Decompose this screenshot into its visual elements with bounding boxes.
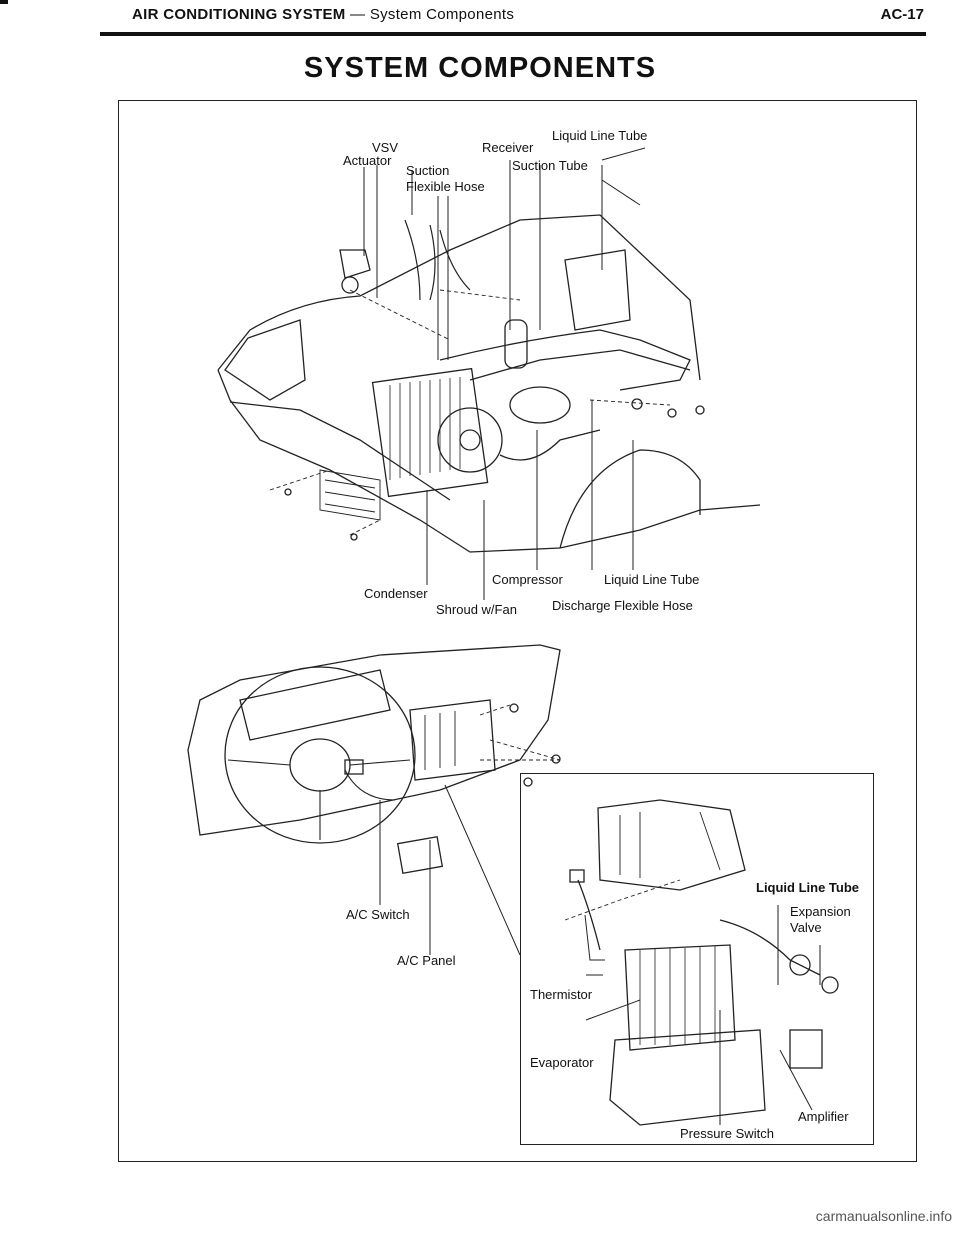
header-title: AIR CONDITIONING SYSTEM — System Compone… (132, 6, 514, 23)
evaporator-inset-frame (520, 773, 874, 1145)
actuator-part (339, 249, 371, 279)
fan-shroud (437, 407, 503, 473)
car-bumper-line (229, 401, 451, 501)
discharge-hose (499, 429, 601, 461)
evaporator-case-top (597, 799, 746, 891)
page-number: AC-17 (880, 6, 924, 23)
expansion-valve-part (719, 919, 821, 976)
label-compressor: Compressor (492, 572, 563, 587)
label-condenser: Condenser (364, 586, 428, 601)
condenser-core (371, 367, 489, 498)
switch-wire (344, 769, 396, 801)
dashboard-outline (187, 644, 561, 836)
bolt-2 (667, 408, 677, 418)
label-liquid-line-tube-top: Liquid Line Tube (552, 128, 648, 143)
label-evaporator: Evaporator (530, 1055, 594, 1070)
label-shroud: Shroud w/Fan (436, 602, 517, 617)
label-valve: Valve (790, 920, 822, 935)
label-amplifier: Amplifier (798, 1109, 849, 1124)
bolt-3 (695, 405, 705, 415)
label-suction-tube: Suction Tube (512, 158, 588, 173)
label-ac-panel: A/C Panel (397, 953, 456, 968)
bolt-4 (284, 488, 292, 496)
bolt-5 (350, 533, 358, 541)
diagram-frame (118, 100, 917, 1162)
footer-watermark: carmanualsonline.info (815, 1208, 952, 1224)
label-flexible-hose: Flexible Hose (406, 179, 485, 194)
page-title: SYSTEM COMPONENTS (303, 52, 657, 84)
vsv-hoses (404, 219, 471, 301)
header-section: AIR CONDITIONING SYSTEM (132, 6, 346, 23)
suction-tube (439, 329, 691, 391)
cooling-unit-box (564, 249, 631, 331)
label-expansion: Expansion (790, 904, 851, 919)
ac-panel-part (396, 836, 444, 874)
corner-mark (0, 0, 8, 4)
steering-wheel (224, 666, 416, 844)
bolt-1 (631, 398, 643, 410)
label-actuator: Actuator (343, 153, 392, 168)
ac-switch-part (344, 759, 364, 775)
grille (319, 469, 381, 521)
liquid-line (469, 349, 691, 381)
car-hood-outline (217, 214, 701, 381)
header-rule (100, 32, 926, 36)
car-front-fascia (217, 369, 761, 553)
evaporator-case-bottom (609, 1029, 766, 1126)
thermistor-wire (577, 879, 601, 951)
label-receiver: Receiver (482, 140, 534, 155)
label-vsv: VSV (372, 140, 399, 155)
page-header: AIR CONDITIONING SYSTEM — System Compone… (100, 0, 926, 40)
car-fender-arch (559, 449, 701, 549)
evaporator-core (624, 944, 736, 1051)
receiver-drier (504, 319, 528, 369)
amplifier-part (789, 1029, 823, 1069)
label-suction: Suction (406, 163, 450, 178)
control-assembly (409, 699, 496, 781)
label-ac-switch: A/C Switch (346, 907, 410, 922)
label-pressure-switch: Pressure Switch (680, 1126, 774, 1141)
compressor-body (509, 386, 571, 424)
label-evap-liquid-line-tube: Liquid Line Tube (756, 880, 860, 895)
label-discharge-hose: Discharge Flexible Hose (552, 598, 693, 613)
header-subsection: — System Components (350, 6, 515, 23)
label-thermistor: Thermistor (530, 987, 593, 1002)
instrument-cluster (239, 669, 391, 741)
label-liquid-line-tube-bottom: Liquid Line Tube (604, 572, 700, 587)
car-left-headlamp (224, 319, 306, 401)
